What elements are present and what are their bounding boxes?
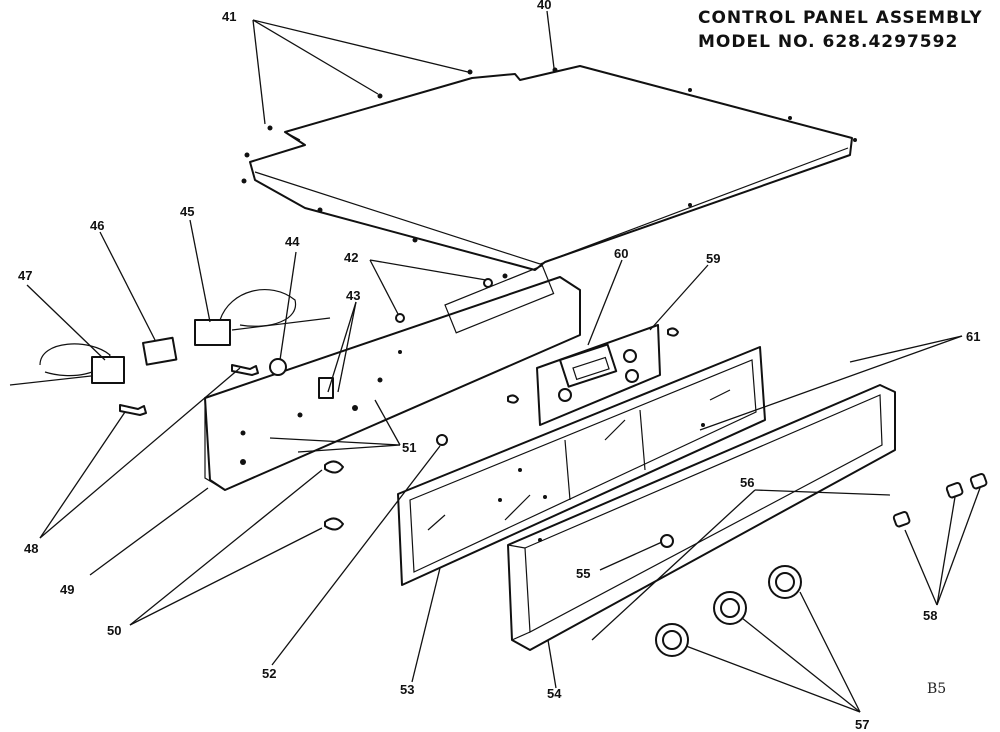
callout-58: 58: [923, 608, 937, 623]
callout-61: 61: [966, 329, 980, 344]
model-number: MODEL NO. 628.4297592: [698, 32, 959, 52]
thermostat-47: [91, 356, 125, 384]
grommet-44: [269, 358, 287, 376]
callout-47: 47: [18, 268, 32, 283]
callout-51: 51: [402, 440, 416, 455]
callout-50: 50: [107, 623, 121, 638]
callout-60: 60: [614, 246, 628, 261]
knob: [713, 591, 747, 625]
screw-42: [395, 313, 405, 323]
lamp-48b: [231, 364, 259, 376]
callout-44: 44: [285, 234, 300, 249]
callout-46: 46: [90, 218, 104, 233]
callout-49: 49: [60, 582, 74, 597]
control-knobs: [655, 565, 802, 657]
bushing-55: [660, 534, 674, 548]
callout-54: 54: [547, 686, 562, 701]
nut-52: [436, 434, 448, 446]
callout-45: 45: [180, 204, 194, 219]
lamp-50b: [324, 517, 344, 531]
top-cover-panel: [241, 65, 857, 279]
callout-59: 59: [706, 251, 720, 266]
page-code: B5: [927, 681, 946, 697]
knob: [768, 565, 802, 599]
trim-frame: [507, 384, 896, 651]
callout-42: 42: [344, 250, 358, 265]
callout-labels: 41 40 42 43 44 45 46 47 48 49 50 51 52 5…: [18, 0, 980, 732]
push-buttons: [892, 473, 988, 528]
callout-53: 53: [400, 682, 414, 697]
callout-40: 40: [537, 0, 551, 12]
thermostat-45: [194, 319, 231, 346]
callout-56: 56: [740, 475, 754, 490]
wiring-components: [9, 278, 493, 531]
callout-41: 41: [222, 9, 236, 24]
callout-55: 55: [576, 566, 590, 581]
callout-48: 48: [24, 541, 38, 556]
knob: [655, 623, 689, 657]
lamp-48: [119, 404, 147, 416]
leader-lines: [26, 10, 981, 713]
callout-52: 52: [262, 666, 276, 681]
screw-42b: [483, 278, 493, 288]
switch-46: [142, 336, 178, 366]
control-bezel: [507, 324, 679, 426]
lamp-50a: [324, 460, 344, 474]
front-overlay-panel: [397, 346, 766, 586]
switch-part-43: [318, 377, 334, 399]
control-panel-bracket: [204, 264, 581, 491]
diagram-title: CONTROL PANEL ASSEMBLY: [698, 8, 983, 28]
callout-43: 43: [346, 288, 360, 303]
callout-57: 57: [855, 717, 869, 732]
